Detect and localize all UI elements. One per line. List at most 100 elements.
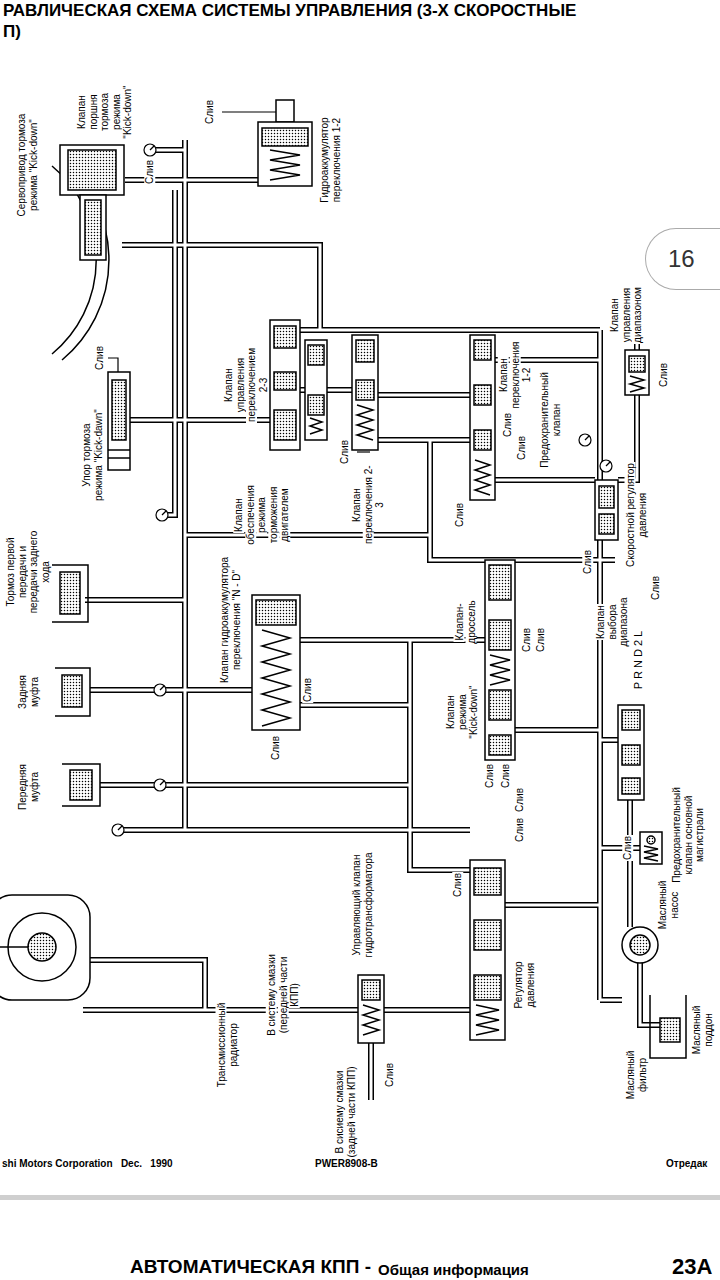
part-label: Задняя муфта: [17, 662, 40, 722]
drain-label: Слив: [514, 780, 526, 820]
part-label: Клапан управления переключением 2-3: [223, 346, 269, 424]
torque-converter: [0, 895, 90, 1000]
part-name: Скоростной регулятор давления: [625, 462, 648, 568]
part-name: Предохранительный клапан: [539, 371, 562, 469]
drain-label: Слив: [144, 152, 156, 192]
engine-brake-valve: [305, 340, 327, 440]
part-name: Управляющий клапан гидротрансформатора: [351, 852, 374, 959]
drain-label: Слив: [650, 568, 662, 608]
part-name: В систему смазки (передней части КПП): [266, 953, 300, 1037]
drain-lines: [108, 358, 118, 372]
relief-valve: [647, 836, 655, 844]
drain-label: Слив: [500, 756, 512, 796]
part-label: Клапан-дроссель: [454, 592, 477, 652]
footer-text: 23A: [672, 1254, 712, 1280]
manual-valve: [618, 705, 644, 800]
part-label: В систему смазки (передней части КПП): [266, 950, 301, 1040]
drain-text: Слив: [658, 362, 669, 388]
part-name: Клапан режима "Kick-down": [445, 684, 479, 739]
footer-text: АВТОМАТИЧЕСКАЯ КПП -: [130, 1256, 371, 1278]
pressure-gauges: [144, 144, 156, 156]
pressure-gauges: [112, 824, 124, 836]
drain-lines: [108, 112, 370, 452]
part-name: P R N D 2 L: [632, 630, 644, 691]
part-name: Тормоз первой передачи и передачи заднег…: [5, 530, 51, 615]
brake-and-clutches: [52, 565, 100, 806]
drain-text: Слив: [454, 502, 465, 528]
oil-pump: [630, 935, 650, 955]
drain-text: Слив: [521, 627, 532, 653]
shift-valve-2-3: [352, 335, 378, 450]
shift-valve-1-2: [474, 385, 491, 405]
part-name: Клапан управления диапазоном: [609, 286, 643, 344]
part-label: Клапан гидроаккумулятора переключения "N…: [219, 550, 242, 690]
drain-text: Слив: [516, 435, 527, 461]
shift-valve-1-2: [474, 340, 491, 360]
torque-converter: [0, 895, 90, 1000]
torque-converter: [28, 933, 56, 961]
range-control-valve: [629, 356, 645, 372]
drain-text: Слив: [302, 677, 313, 703]
pressure-gauges: [600, 460, 612, 472]
accumulator-n-d: [256, 600, 296, 625]
page-title: РАВЛИЧЕСКАЯ СХЕМА СИСТЕМЫ УПРАВЛЕНИЯ (3-…: [3, 0, 593, 42]
accumulator-n-d: [262, 630, 290, 726]
part-name: Гидроаккумулятор переключения 1-2: [319, 116, 342, 203]
kickdown-servo: [60, 145, 124, 260]
torque-converter: [0, 946, 28, 948]
brake-and-clutches: [52, 565, 88, 622]
drain-label: Слив: [384, 1055, 396, 1095]
pressure-gauges: [154, 779, 166, 791]
brake-and-clutches: [70, 770, 92, 800]
pressure-regulator: [474, 975, 501, 1000]
throttle-valve: [490, 655, 510, 685]
drain-label: Слив: [452, 865, 464, 905]
part-label: Клапан переключения 1-2: [498, 339, 533, 411]
pressure-gauges: [579, 434, 591, 446]
footer-rule: [0, 1195, 720, 1200]
accumulator-1-2: [276, 100, 294, 122]
part-name: Клапан управления переключением 2-3: [223, 347, 269, 423]
part-label: Клапан выбора диапазона: [595, 587, 630, 657]
part-label: Предохранительный клапан: [539, 370, 562, 470]
pressure-gauges: [112, 144, 612, 836]
drain-lines: [357, 451, 370, 452]
oil-pan: [650, 995, 686, 1058]
shift-control-valve: [270, 320, 300, 450]
part-name: Клапан переключения 2-3: [351, 464, 385, 545]
part-name: Клапан поршня тормоза режима "Kick-down": [76, 84, 133, 139]
part-label: Передняя муфта: [17, 752, 40, 822]
throttle-valve: [489, 565, 511, 600]
shift-valve-2-3: [352, 335, 378, 450]
engine-brake-valve: [308, 345, 324, 365]
drain-label: Слив: [535, 620, 547, 660]
drain-text: Слив: [535, 627, 546, 653]
relief-valve: [640, 832, 662, 864]
page-tab: 16: [645, 228, 720, 290]
part-name: Регулятор давления: [513, 960, 536, 1009]
passages: [83, 140, 660, 1100]
part-name: Сервопривод тормоза режима "Kick-down": [16, 113, 39, 218]
brake-and-clutches: [62, 675, 82, 707]
shift-valve-2-3: [356, 340, 374, 362]
drain-label: Слив: [622, 828, 634, 868]
kickdown-stop: [108, 457, 130, 459]
brake-and-clutches: [55, 668, 90, 716]
converter-valve: [363, 1005, 379, 1035]
throttle-valve: [485, 560, 515, 760]
drain-text: Слив: [650, 575, 661, 601]
part-name: Масляный поддон: [691, 1005, 714, 1056]
converter-valve: [362, 980, 380, 1000]
part-name: Клапан-дроссель: [454, 599, 477, 644]
converter-valve: [358, 975, 384, 1043]
shift-control-valve: [274, 326, 296, 348]
accumulator-1-2: [258, 100, 312, 186]
kickdown-servo: [80, 195, 106, 260]
footer-text: Общая информация: [378, 1261, 529, 1278]
drain-text: Слив: [452, 872, 463, 898]
part-label: Масляный поддон: [691, 1000, 714, 1060]
engine-brake-valve: [308, 395, 324, 415]
throttle-valve: [485, 560, 515, 760]
part-name: Масляный фильтр: [625, 1050, 648, 1101]
